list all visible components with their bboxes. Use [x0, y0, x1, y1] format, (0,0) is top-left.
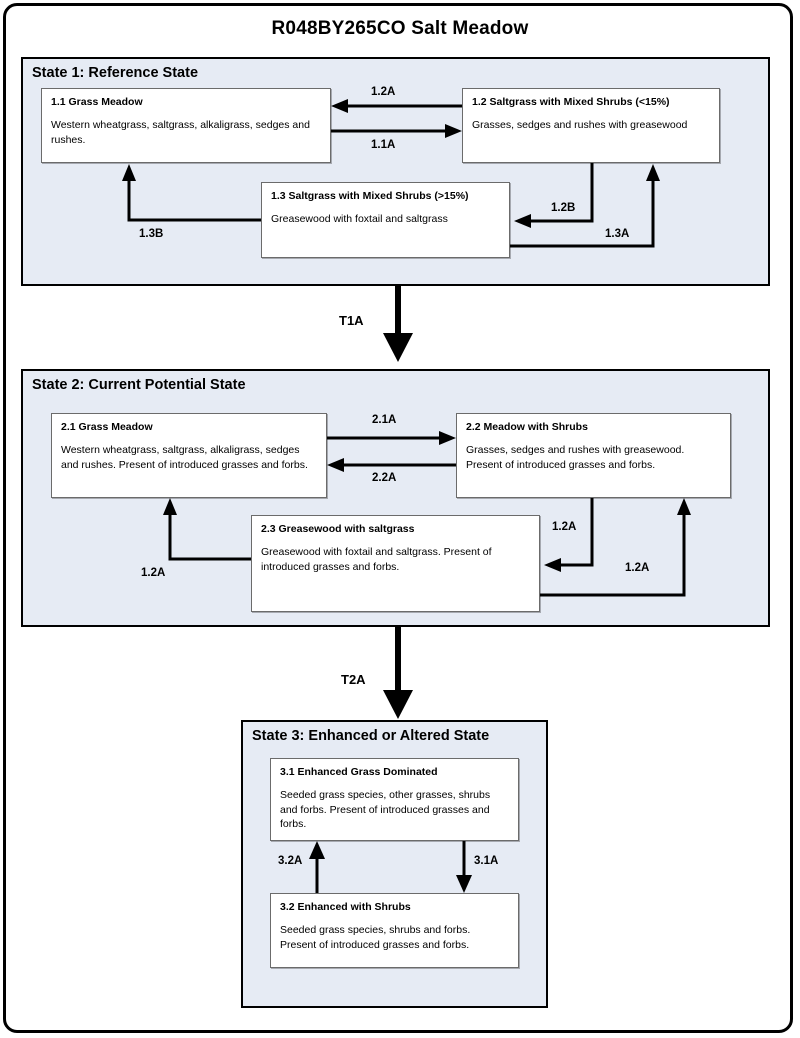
- community-box-2-2-head: 2.2 Meadow with Shrubs: [466, 421, 588, 433]
- community-box-2-3-body: Greasewood with foxtail and saltgrass. P…: [261, 546, 492, 573]
- transition-label-t2a: T2A: [341, 672, 366, 687]
- community-box-2-1[interactable]: 2.1 Grass Meadow Western wheatgrass, sal…: [51, 413, 327, 498]
- arrow-label-1-2b: 1.2B: [551, 202, 576, 214]
- arrow-label-2-right-12a: 1.2A: [625, 562, 650, 574]
- community-box-1-3-head: 1.3 Saltgrass with Mixed Shrubs (>15%): [271, 190, 469, 202]
- community-box-1-3[interactable]: 1.3 Saltgrass with Mixed Shrubs (>15%) G…: [261, 182, 510, 258]
- community-box-1-2-body: Grasses, sedges and rushes with greasewo…: [472, 119, 688, 132]
- arrow-label-3-2a: 3.2A: [278, 855, 303, 867]
- community-box-2-3[interactable]: 2.3 Greasewood with saltgrass Greasewood…: [251, 515, 540, 612]
- community-box-2-1-head: 2.1 Grass Meadow: [61, 421, 153, 433]
- community-box-3-1[interactable]: 3.1 Enhanced Grass Dominated Seeded gras…: [270, 758, 519, 841]
- page-title: R048BY265CO Salt Meadow: [271, 18, 529, 39]
- state-2-title: State 2: Current Potential State: [32, 377, 246, 393]
- state-3-title: State 3: Enhanced or Altered State: [252, 728, 490, 744]
- community-box-3-2-head: 3.2 Enhanced with Shrubs: [280, 901, 411, 913]
- arrow-label-2-1a: 2.1A: [372, 414, 397, 426]
- arrow-label-2-mid-12a: 1.2A: [552, 521, 577, 533]
- community-box-2-1-body: Western wheatgrass, saltgrass, alkaligra…: [61, 444, 308, 471]
- community-box-3-1-head: 3.1 Enhanced Grass Dominated: [280, 766, 438, 778]
- community-box-2-2[interactable]: 2.2 Meadow with Shrubs Grasses, sedges a…: [456, 413, 731, 498]
- community-box-1-1-body: Western wheatgrass, saltgrass, alkaligra…: [51, 119, 310, 146]
- community-box-3-2-body: Seeded grass species, shrubs and forbs. …: [280, 924, 471, 951]
- arrow-label-1-2a: 1.2A: [371, 86, 396, 98]
- community-box-3-1-body: Seeded grass species, other grasses, shr…: [280, 789, 491, 831]
- transition-label-t1a: T1A: [339, 313, 364, 328]
- community-box-1-2-head: 1.2 Saltgrass with Mixed Shrubs (<15%): [472, 96, 670, 108]
- arrow-label-1-1a: 1.1A: [371, 139, 396, 151]
- community-box-3-2[interactable]: 3.2 Enhanced with Shrubs Seeded grass sp…: [270, 893, 519, 968]
- arrow-label-3-1a: 3.1A: [474, 855, 499, 867]
- state-1-title: State 1: Reference State: [32, 65, 199, 81]
- community-box-1-1[interactable]: 1.1 Grass Meadow Western wheatgrass, sal…: [41, 88, 331, 163]
- community-box-2-2-body: Grasses, sedges and rushes with greasewo…: [466, 444, 685, 471]
- community-box-1-3-body: Greasewood with foxtail and saltgrass: [271, 213, 448, 226]
- community-box-1-1-head: 1.1 Grass Meadow: [51, 96, 143, 108]
- arrow-label-2-2a: 2.2A: [372, 472, 397, 484]
- community-box-2-3-head: 2.3 Greasewood with saltgrass: [261, 523, 415, 535]
- arrow-label-2-left-12a: 1.2A: [141, 567, 166, 579]
- community-box-1-2[interactable]: 1.2 Saltgrass with Mixed Shrubs (<15%) G…: [462, 88, 720, 163]
- arrow-label-1-3b: 1.3B: [139, 228, 164, 240]
- arrow-label-1-3a: 1.3A: [605, 228, 630, 240]
